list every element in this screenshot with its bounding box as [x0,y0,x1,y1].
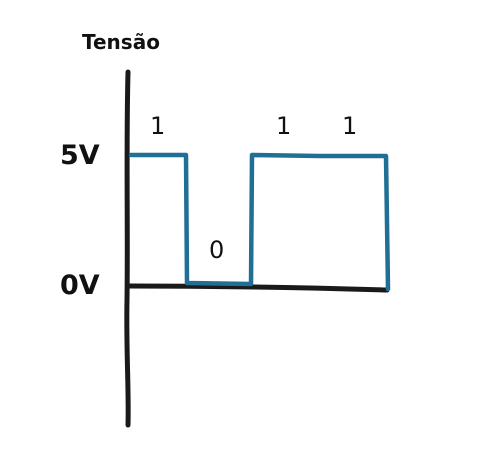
time-axis [126,283,390,293]
bit-label: 1 [276,112,292,140]
bit-label: 0 [209,236,225,264]
level-label-low: 0V [60,270,100,301]
bit-label: 1 [342,112,358,140]
voltage-axis [124,69,131,428]
signal-waveform [128,152,391,292]
axis-title: Tensão [82,30,160,54]
level-label-high: 5V [60,140,100,171]
bit-label: 1 [150,112,166,140]
